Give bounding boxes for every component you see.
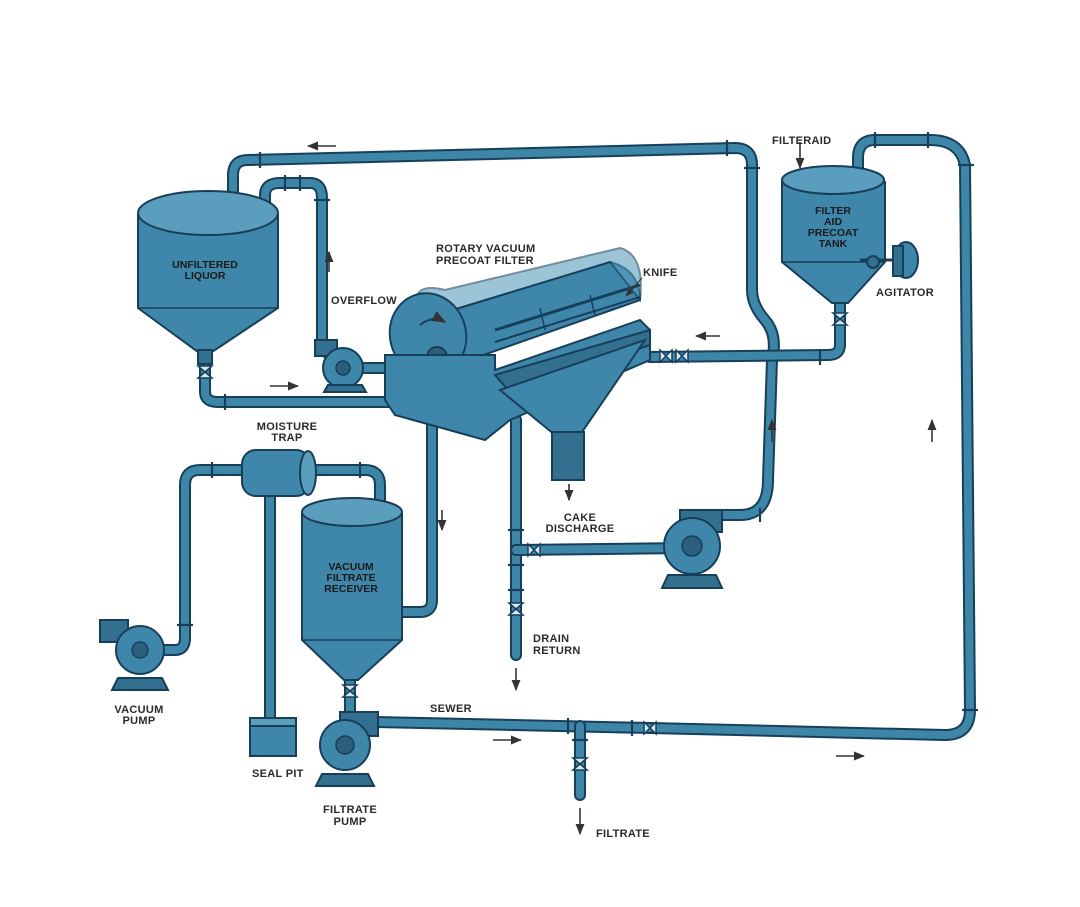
label-overflow: OVERFLOW <box>331 295 397 307</box>
label-filter-aid-tank-2: AID <box>824 216 843 228</box>
label-drain-return-2: RETURN <box>533 645 581 657</box>
labels: FILTERAID FILTER AID PRECOAT TANK AGITAT… <box>114 135 934 840</box>
seal-pit <box>249 717 297 757</box>
pipe-network <box>154 134 976 801</box>
label-unfiltered-liquor-1: UNFILTERED <box>172 259 238 271</box>
label-filter-aid-tank-4: TANK <box>819 238 848 250</box>
filtrate-pump <box>314 711 379 787</box>
label-rotary-filter-1: ROTARY VACUUM <box>436 243 535 255</box>
label-receiver-3: RECEIVER <box>324 583 378 595</box>
unfiltered-liquor-tank <box>137 190 279 365</box>
label-knife: KNIFE <box>643 267 678 279</box>
feed-pump <box>314 339 368 393</box>
label-seal-pit: SEAL PIT <box>252 768 304 780</box>
return-pump <box>660 509 724 589</box>
label-rotary-filter-2: PRECOAT FILTER <box>436 255 534 267</box>
vacuum-pump <box>99 619 170 691</box>
label-filteraid: FILTERAID <box>772 135 831 147</box>
filter-aid-precoat-tank <box>781 165 895 304</box>
rotary-vacuum-filter <box>384 246 651 481</box>
label-drain-return-1: DRAIN <box>533 633 569 645</box>
label-vacuum-pump-1: VACUUM <box>114 704 163 716</box>
vacuum-filtrate-receiver <box>301 497 403 681</box>
label-moisture-trap-2: TRAP <box>271 432 302 444</box>
label-sewer: SEWER <box>430 703 472 715</box>
label-cake-discharge-1: CAKE <box>564 512 596 524</box>
label-filtrate: FILTRATE <box>596 828 650 840</box>
label-receiver-1: VACUUM <box>328 561 374 573</box>
moisture-trap <box>241 449 317 497</box>
label-cake-discharge-2: DISCHARGE <box>546 523 615 535</box>
label-filter-aid-tank-1: FILTER <box>815 205 851 217</box>
flow-arrows <box>270 141 937 836</box>
label-unfiltered-liquor-2: LIQUOR <box>185 270 226 282</box>
label-filtrate-pump-2: PUMP <box>334 816 367 828</box>
label-filter-aid-tank-3: PRECOAT <box>808 227 859 239</box>
label-moisture-trap-1: MOISTURE <box>257 421 317 433</box>
label-filtrate-pump-1: FILTRATE <box>323 804 377 816</box>
label-receiver-2: FILTRATE <box>326 572 375 584</box>
pipe-flanges <box>177 132 978 742</box>
agitator <box>892 241 919 279</box>
label-vacuum-pump-2: PUMP <box>123 715 156 727</box>
label-agitator: AGITATOR <box>876 287 934 299</box>
